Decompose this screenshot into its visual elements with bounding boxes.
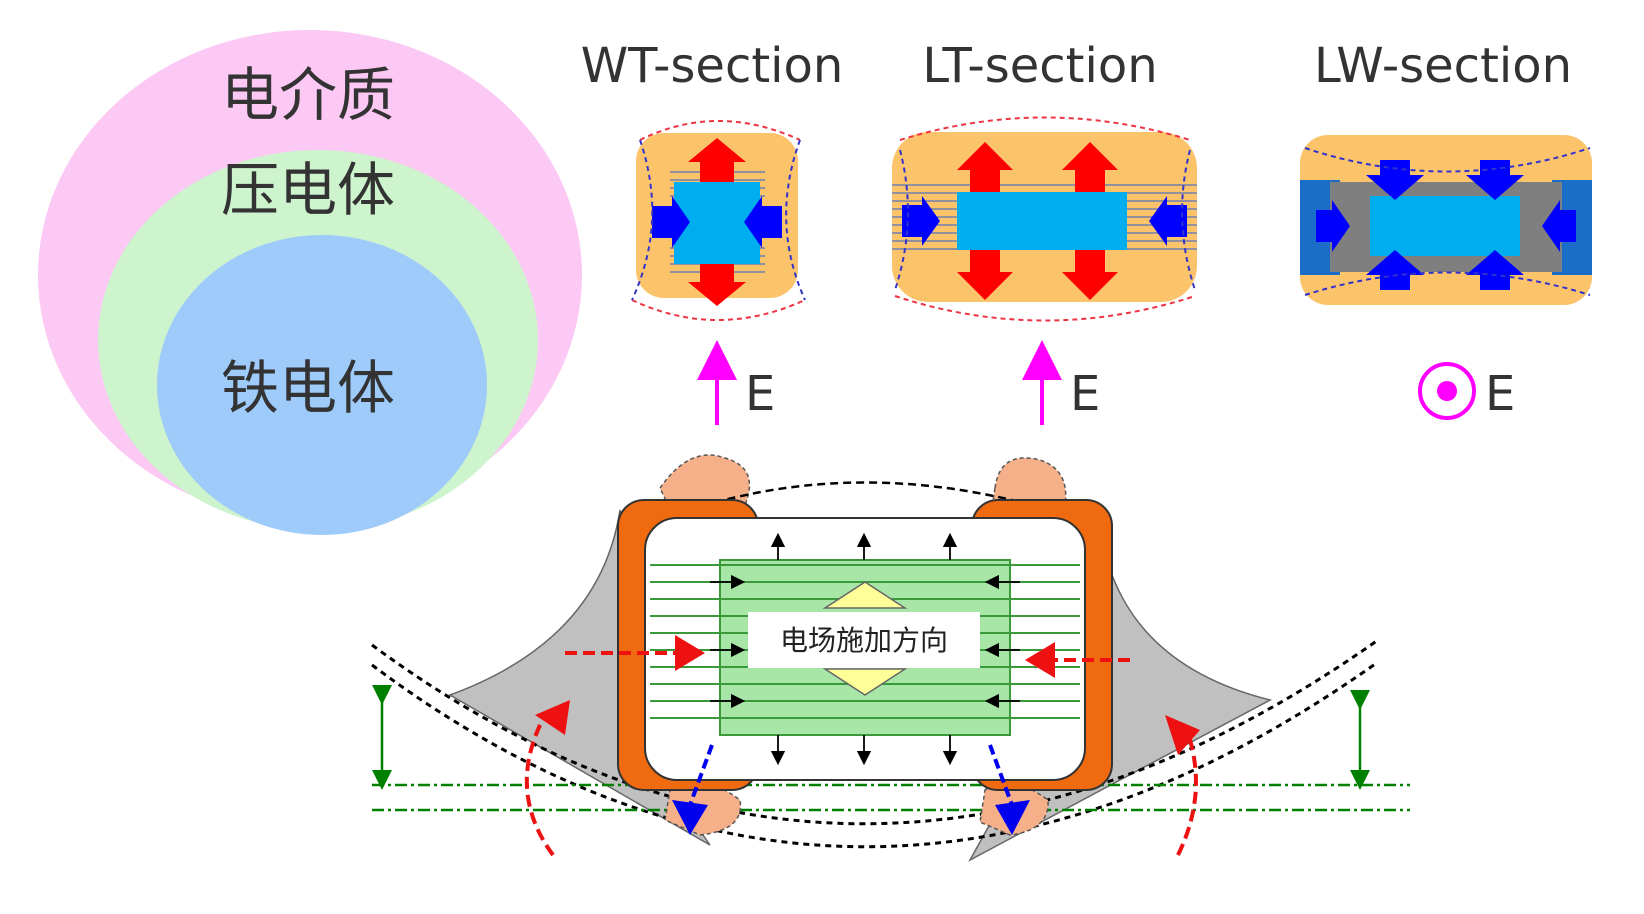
lw-section-figure <box>1300 135 1592 305</box>
field-direction-box <box>748 612 980 668</box>
mlcc-bending-figure: 电场施加方向 <box>371 454 1410 862</box>
venn-inner-label: 铁电体 <box>221 354 395 422</box>
lw-core <box>1370 196 1520 256</box>
wt-section-figure <box>631 120 806 321</box>
lt-field-label: E <box>1070 366 1100 422</box>
venn-middle-label: 压电体 <box>221 156 395 224</box>
wt-section-title: WT-section <box>581 38 844 94</box>
lt-section-figure <box>892 116 1197 322</box>
out-of-page-icon <box>1418 362 1476 420</box>
wt-field-label: E <box>745 366 775 422</box>
lt-core <box>957 192 1127 250</box>
wt-field-indicator: E <box>697 340 775 425</box>
venn-diagram: 电介质 压电体 铁电体 <box>38 30 582 535</box>
lw-field-label: E <box>1485 366 1515 422</box>
lw-section-title: LW-section <box>1314 38 1572 94</box>
field-direction-label: 电场施加方向 <box>780 624 948 657</box>
lw-field-indicator: E <box>1418 362 1515 422</box>
venn-outer-label: 电介质 <box>221 61 395 129</box>
lt-field-indicator: E <box>1022 340 1100 425</box>
lt-section-title: LT-section <box>922 38 1157 94</box>
venn-inner-ferroelectric <box>157 235 487 535</box>
board-line-1 <box>371 638 1379 826</box>
